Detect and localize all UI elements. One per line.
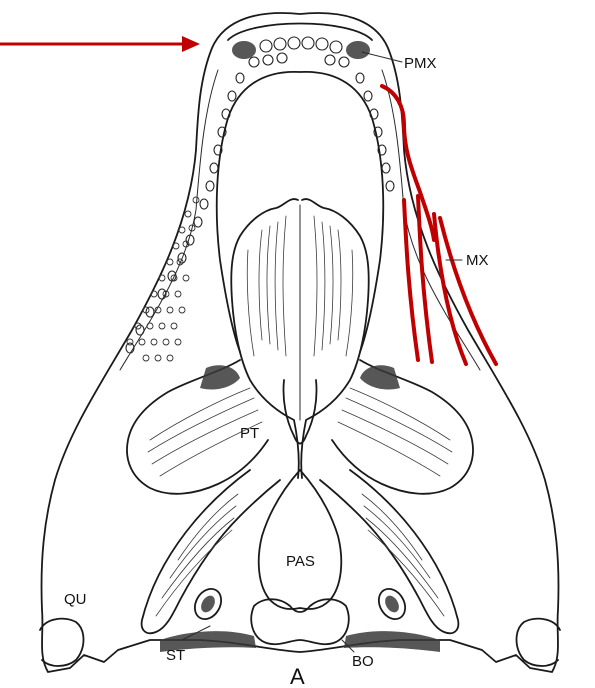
premaxillary-teeth	[249, 37, 349, 67]
right-orbit-shade	[360, 365, 400, 389]
pterygoid-right	[301, 199, 369, 478]
red-arrow	[0, 36, 200, 52]
label-mx: MX	[466, 252, 489, 269]
right-quadrate-condyle	[517, 619, 561, 666]
snout-tip	[228, 24, 372, 41]
left-orbit-shade	[200, 365, 240, 389]
label-pt: PT	[240, 425, 259, 442]
red-line-1	[382, 86, 434, 240]
left-quadrate-condyle	[40, 619, 84, 666]
label-pas: PAS	[286, 553, 315, 570]
left-stapes-shade	[198, 593, 217, 615]
basioccipital	[251, 599, 349, 644]
label-st: ST	[166, 647, 185, 664]
red-annotation-lines	[382, 86, 496, 364]
posterior-right-band	[344, 631, 440, 652]
red-line-2	[404, 200, 418, 360]
left-denticle-field	[127, 197, 199, 361]
label-qu: QU	[64, 591, 87, 608]
label-bo: BO	[352, 653, 374, 670]
label-panel: A	[290, 664, 305, 688]
label-pmx: PMX	[404, 55, 437, 72]
red-arrow-head	[182, 36, 200, 52]
premaxilla-right-shade	[346, 41, 370, 59]
red-line-5	[440, 218, 496, 364]
right-transverse-wing	[332, 360, 473, 494]
pmx-leader	[362, 52, 402, 62]
parasphenoid-body	[259, 470, 342, 609]
right-stapes-shade	[382, 593, 401, 615]
premaxilla-left-shade	[232, 41, 256, 59]
